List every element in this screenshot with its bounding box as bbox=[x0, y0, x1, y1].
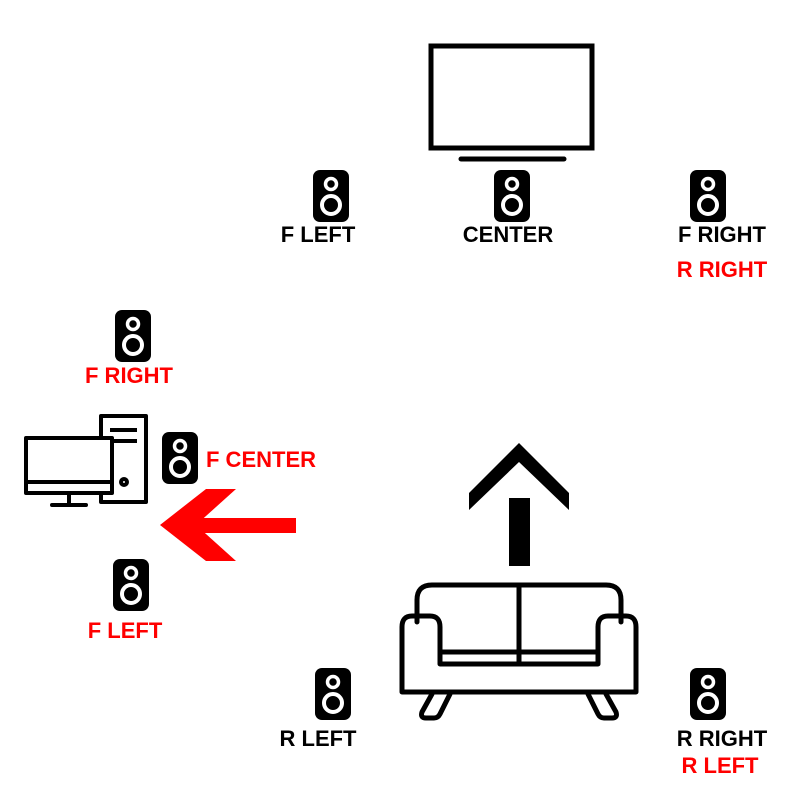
rear-right-label: R RIGHT bbox=[676, 726, 768, 751]
front-left-speaker-icon bbox=[311, 168, 351, 224]
front-right-label: F RIGHT bbox=[678, 222, 766, 247]
pc-top-label: F RIGHT bbox=[85, 363, 173, 388]
front-right-alt-label: R RIGHT bbox=[676, 257, 768, 282]
front-left-label: F LEFT bbox=[280, 222, 356, 247]
pc-top-speaker-icon bbox=[113, 308, 153, 364]
pc-center-label: F CENTER bbox=[206, 447, 316, 472]
arrow-up-icon bbox=[469, 443, 569, 566]
desktop-computer-icon bbox=[24, 414, 148, 507]
arrow-left-icon bbox=[160, 489, 296, 561]
rear-left-label: R LEFT bbox=[279, 726, 357, 751]
rear-left-speaker-icon bbox=[313, 666, 353, 722]
sofa-icon bbox=[399, 582, 639, 721]
rear-right-alt-label: R LEFT bbox=[681, 753, 759, 778]
front-right-speaker-icon bbox=[688, 168, 728, 224]
rear-right-speaker-icon bbox=[688, 666, 728, 722]
pc-bottom-label: F LEFT bbox=[87, 618, 163, 643]
pc-bottom-speaker-icon bbox=[111, 557, 151, 613]
center-speaker-icon bbox=[492, 168, 532, 224]
tv-icon bbox=[428, 43, 595, 162]
center-label: CENTER bbox=[462, 222, 554, 247]
pc-center-speaker-icon bbox=[160, 430, 200, 486]
